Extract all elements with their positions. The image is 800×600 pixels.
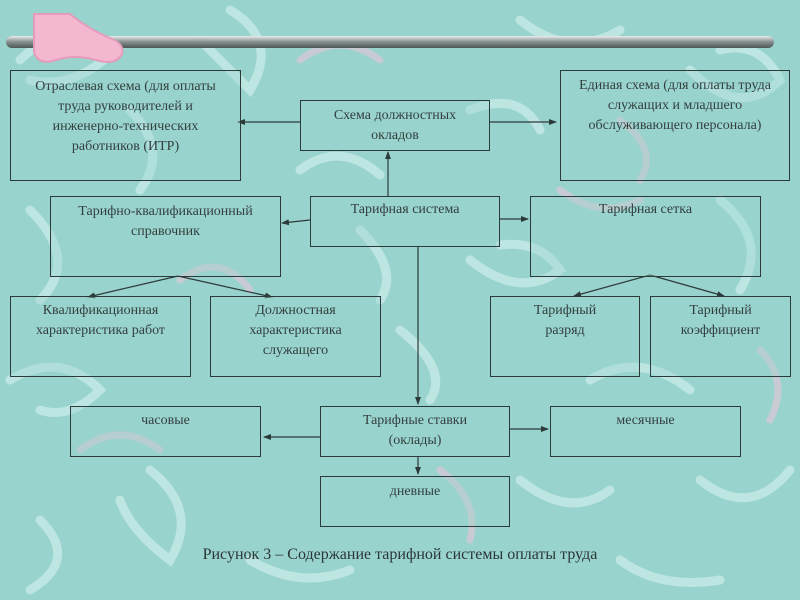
- box-tariff-grid: Тарифная сетка: [530, 196, 761, 277]
- box-qualification-characteristic: Квалификационная характеристика работ: [10, 296, 191, 377]
- box-daily: дневные: [320, 476, 510, 527]
- header-tab-decoration: [33, 13, 124, 63]
- box-position-characteristic: Должностная характеристика служащего: [210, 296, 381, 377]
- figure-caption: Рисунок 3 – Содержание тарифной системы …: [202, 546, 598, 563]
- box-tariff-coefficient: Тарифный коэффициент: [650, 296, 791, 377]
- box-position-salary-scheme: Схема должностных окладов: [300, 100, 490, 151]
- box-tariff-grade: Тарифный разряд: [490, 296, 640, 377]
- header-rail: [6, 36, 774, 48]
- box-monthly: месячные: [550, 406, 741, 457]
- box-tariff-system: Тарифная система: [310, 196, 500, 247]
- box-hourly: часовые: [70, 406, 261, 457]
- box-unified-scheme: Единая схема (для оплаты труда служащих …: [560, 70, 790, 181]
- box-branch-scheme: Отраслевая схема (для оплаты труда руков…: [10, 70, 241, 181]
- box-tariff-handbook: Тарифно-квалификационный справочник: [50, 196, 281, 277]
- box-tariff-rates: Тарифные ставки (оклады): [320, 406, 510, 457]
